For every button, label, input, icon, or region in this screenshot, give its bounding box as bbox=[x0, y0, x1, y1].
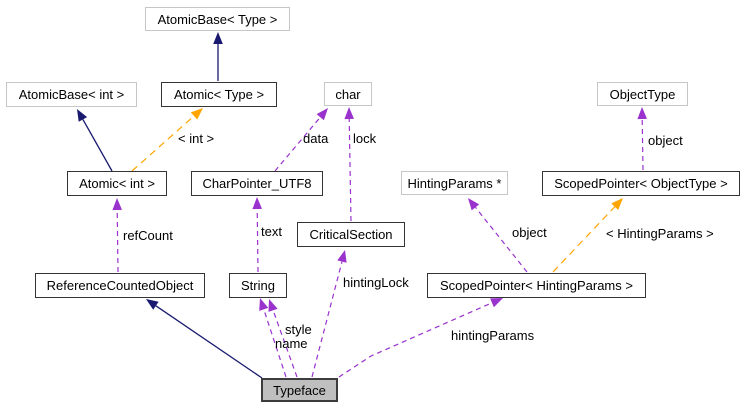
edge-label-hintinglock: hintingLock bbox=[343, 275, 409, 290]
class-node-string[interactable]: String bbox=[229, 273, 287, 298]
edge-label-tmpl-int: < int > bbox=[178, 131, 215, 146]
class-node-criticalsection[interactable]: CriticalSection bbox=[297, 222, 405, 247]
class-node-atomic-type[interactable]: Atomic< Type > bbox=[161, 82, 277, 107]
class-node-scopedpointer-hintingparams[interactable]: ScopedPointer< HintingParams > bbox=[427, 273, 646, 298]
edge-label-object-mid: object bbox=[512, 225, 547, 240]
class-node-atomicbase-int: AtomicBase< int > bbox=[6, 82, 137, 107]
class-node-char: char bbox=[324, 82, 372, 106]
class-node-typeface: Typeface bbox=[261, 378, 338, 402]
edge-label-hintingparams: hintingParams bbox=[451, 328, 535, 343]
edge-label-style: style bbox=[285, 322, 312, 337]
edge-label-name: name bbox=[275, 336, 308, 351]
edge-label-data: data bbox=[303, 131, 329, 146]
edge-label-object-top: object bbox=[648, 133, 683, 148]
class-node-atomic-int[interactable]: Atomic< int > bbox=[67, 171, 167, 196]
class-node-scopedpointer-objecttype[interactable]: ScopedPointer< ObjectType > bbox=[542, 171, 740, 196]
class-node-referencecountedobject[interactable]: ReferenceCountedObject bbox=[35, 273, 205, 298]
class-node-charpointer-utf8[interactable]: CharPointer_UTF8 bbox=[191, 171, 323, 196]
edge-label-text: text bbox=[261, 224, 282, 239]
edge-label-lock: lock bbox=[353, 131, 377, 146]
edge-label-tmpl-hintingparams: < HintingParams > bbox=[606, 226, 714, 241]
class-node-atomicbase-type: AtomicBase< Type > bbox=[145, 7, 290, 31]
edge-label-refcount: refCount bbox=[123, 228, 173, 243]
class-node-hintingparams-ptr: HintingParams * bbox=[401, 171, 508, 195]
class-node-objecttype: ObjectType bbox=[597, 82, 688, 106]
